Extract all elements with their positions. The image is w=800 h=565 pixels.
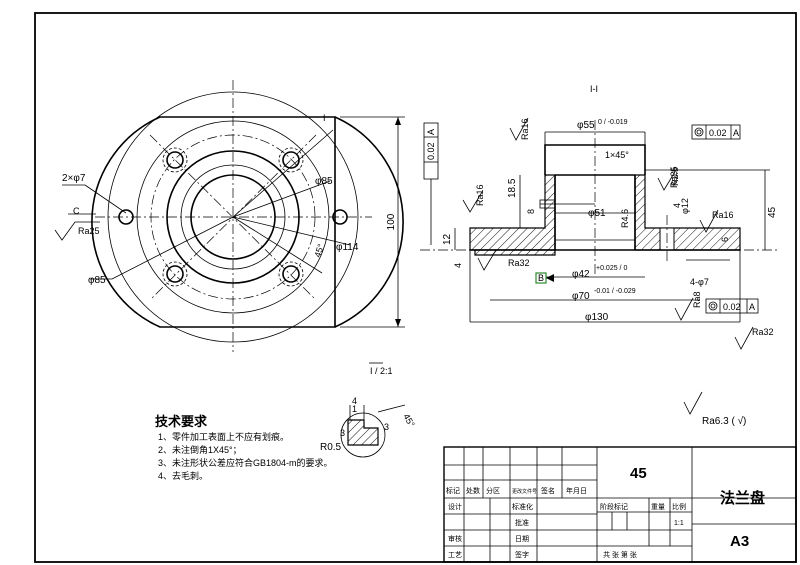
label-dim100: 100 [386,213,397,230]
sheet-border [34,12,797,563]
tb-header-5: 年月日 [566,486,587,495]
dim-d55: φ55 [577,120,595,131]
ra8: Ra8 [692,291,702,308]
dim-d55-tol: 0 / -0.019 [598,119,628,126]
flange-outline [91,116,336,328]
tb-material: 45 [630,465,647,482]
svg-text:0.02: 0.02 [709,128,727,138]
plan-view: 2×φ7 C Ra25 φ85 φ85 φ114 45° 100 I [54,80,405,352]
tb-header-2: 分区 [486,486,500,495]
svg-text:0.02: 0.02 [723,302,741,312]
svg-text:A: A [426,129,436,135]
section-view: I-I [420,84,780,415]
dim-h6: 6 [720,237,730,242]
tb-mid-date: 日期 [515,535,529,543]
dim-h8: 8 [526,209,536,214]
ra16-c: Ra16 [712,210,734,220]
tb-header-1: 处数 [466,486,480,495]
tb-weight: 重量 [651,503,665,511]
label-holes-2xd7: 2×φ7 [62,173,86,184]
detail-circle [340,412,386,458]
label-d85-mid: φ85 [315,176,333,187]
tech-req-title: 技术要求 [155,414,208,429]
tb-row-review: 审核 [448,534,462,543]
tb-stage: 阶段标记 [600,502,628,511]
tb-sheet-size: A3 [730,533,749,550]
dim-h12: 12 [442,233,453,245]
dim-d12: φ12 [680,198,690,214]
detail-dim-1: 4 [352,396,357,406]
dim-r-inner: R4.6 [620,209,630,228]
tb-header-3: 更改文件号 [512,488,537,495]
detail-label: I / 2:1 [370,366,393,376]
tb-row-design: 设计 [448,502,462,511]
label-d114: φ114 [336,242,359,253]
dim-d51: φ51 [588,208,606,219]
dim-d70: φ70 [572,291,590,302]
bolt-holes [118,147,348,287]
dim-hole4: 4-φ7 [690,277,709,287]
tb-sheet-info: 共 张 第 张 [603,550,637,559]
dim-d42-tol: +0.025 / 0 [596,265,627,272]
tb-scale-h: 比例 [672,502,686,511]
dim-d42: φ42 [572,269,590,280]
ra32-b: Ra32 [752,327,774,337]
dim-chamfer: 1×45° [605,150,629,160]
dim-h4a: 4 [453,263,463,268]
ra16-b: Ra16 [475,184,485,206]
svg-text:0.02: 0.02 [426,142,436,160]
tech-req-item-1: 1、零件加工表面上不应有划痕。 [158,431,289,442]
detail-view: I / 2:1 R0.5 45° 1 4 3 3 [320,362,417,458]
tb-row-process: 工艺 [448,551,462,559]
tb-mid-std: 标准化 [512,502,533,511]
label-d85-low: φ85 [88,275,106,286]
tol-frame-bottom: 0.02 A [705,298,759,314]
dim-h185: 18.5 [507,178,518,198]
tb-mid-sign: 签字 [515,550,529,559]
ra32-a: Ra32 [508,258,530,268]
label-c-mark: C [73,206,80,216]
dim-h45: 45 [767,206,778,218]
tol-frame-top: 0.02 A [691,124,741,140]
section-dimensions [454,131,770,323]
dim-r-mid: R2.5 [670,167,680,186]
detail-dim-3: 3 [384,422,389,432]
ra25-sec: Ra25 [669,166,679,188]
svg-text:A: A [749,302,755,312]
label-ra25-left: Ra25 [78,226,100,236]
tb-part-name: 法兰盘 [720,489,765,507]
tech-req-item-2: 2、未注倒角1X45°； [158,444,242,455]
svg-text:A: A [733,128,739,138]
tol-frame-left: 0.02 A [423,122,439,245]
detail-dim-2: 3 [340,428,345,438]
tech-req-item-4: 4、去毛刺。 [158,470,208,481]
ra16-a: Ra16 [520,118,530,140]
section-label: I-I [590,84,598,94]
tb-scale: 1:1 [674,520,684,527]
tb-header-4: 签名 [541,486,555,495]
detail-angle: 45° [401,412,417,429]
label-cut-mark: I [323,113,326,123]
label-angle45: 45° [312,242,326,258]
dim-d130: φ130 [585,312,609,323]
datum-b: B [538,273,544,283]
dim-h4b: 4 [672,203,682,208]
tech-req-item-3: 3、未注形状公差应符合GB1804-m的要求。 [158,457,333,468]
tb-header-0: 标记 [446,486,460,495]
title-block: 标记 处数 分区 更改文件号 签名 年月日 设计 审核 工艺 标准化 批准 日期… [443,446,797,563]
tb-mid-approve: 批准 [515,518,529,527]
detail-r05: R0.5 [320,442,342,453]
detail-dim-0: 1 [352,404,357,414]
tech-requirements: 技术要求 1、零件加工表面上不应有划痕。 2、未注倒角1X45°； 3、未注形状… [155,414,333,481]
dim-d70-tol: -0.01 / -0.029 [594,288,636,295]
surface-note: Ra6.3 ( √) [702,415,746,427]
